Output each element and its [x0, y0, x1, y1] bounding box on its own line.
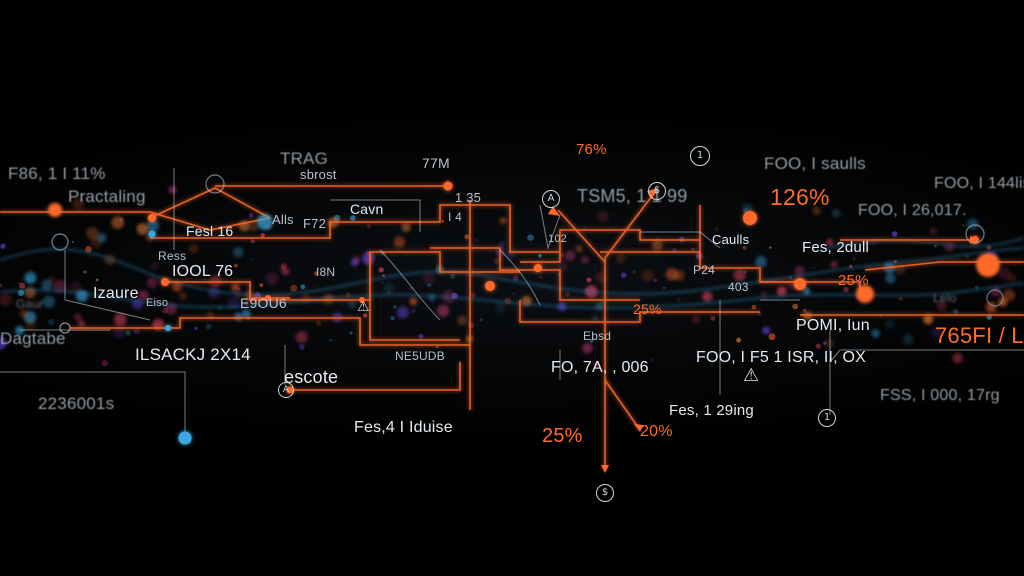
label-f86: F86, 1 I 11% [8, 164, 106, 183]
label-gaur: Gaur [16, 297, 44, 311]
label-bagtabe: Dagtabe [0, 329, 66, 348]
label-foo-isr: FOO, I F5 1 ISR, II, OX [696, 349, 866, 366]
label-ilsack: ILSACKJ 2X14 [135, 345, 251, 364]
a-circle-icon: A [542, 190, 560, 208]
label-25-percent-bottom: 25% [542, 425, 583, 447]
label-76-percent: 76% [576, 141, 607, 158]
label-1-35: 1 35 [455, 190, 482, 205]
label-25-percent-right: 25% [838, 272, 869, 289]
label-77m: 77M [422, 155, 450, 171]
label-fes-41: Fes,4 I Iduise [354, 419, 453, 436]
label-alls: Alls [272, 212, 294, 227]
label-i8n: I8N [316, 265, 336, 279]
label-20-percent: 20% [640, 423, 673, 440]
label-foo-144: FOO, I 144lis [934, 175, 1024, 192]
label-fesl-16: Fesl 16 [186, 223, 234, 239]
info-circle-icon: 1 [690, 146, 710, 166]
label-fo-7a: FO, 7A, , 006 [551, 359, 649, 376]
label-2236001s: 2236001s [38, 394, 115, 413]
label-403: 403 [728, 280, 749, 294]
label-102: 102 [548, 233, 567, 245]
label-ne5udb: NE5UDB [395, 349, 445, 363]
label-eiso: Eiso [146, 297, 169, 309]
blue-wave-lines [0, 237, 1024, 309]
label-practaling: Practaling [68, 187, 146, 206]
warning-icon: ⚠ [743, 365, 760, 386]
dollar-circle-icon-bottom: $ [596, 484, 614, 502]
label-fss-1000: FSS, I 000, 17rg [880, 387, 1000, 404]
label-126-percent: 126% [770, 184, 830, 210]
label-izaure: Izaure [93, 285, 139, 302]
label-i4: I 4 [448, 210, 462, 224]
warning-icon-small: ⚠ [357, 299, 370, 315]
dollar-circle-icon: $ [648, 182, 666, 200]
label-iool-76: IOOL 76 [172, 263, 234, 280]
label-ebsd: Ebsd [583, 329, 612, 343]
circuit-nodes [48, 174, 1004, 445]
label-ress: Ress [158, 249, 187, 263]
label-tsm: TSM5, 1 1 99 [577, 186, 688, 206]
label-escote: escote [284, 367, 339, 387]
label-pomi-iun: POMI, Iun [796, 317, 870, 334]
label-foo-26017: FOO, I 26,017. [858, 202, 967, 219]
label-cavn: Cavn [350, 201, 384, 217]
bokeh-particles [0, 185, 1017, 367]
label-lelo: Lelo [933, 291, 957, 305]
label-sbrost: sbrost [300, 167, 337, 182]
label-p24: P24 [693, 263, 715, 277]
label-trag: TRAG [280, 149, 329, 168]
label-765: 765FI / L [935, 323, 1024, 348]
label-foo-saulls: FOO, I saulls [764, 154, 866, 173]
label-caulls: Caulls [712, 232, 750, 247]
a-circle-icon-small: A [278, 382, 294, 398]
label-25-percent-mid: 25% [633, 301, 662, 317]
info-circle-icon-right: 1 [818, 409, 836, 427]
orange-circuit-lines [0, 185, 1024, 470]
label-fes-2dull: Fes, 2dull [802, 239, 870, 256]
label-e9ou6: E9OU6 [240, 295, 287, 311]
white-wire-lines [0, 168, 1024, 438]
label-fes-129ing: Fes, 1 29ing [669, 402, 754, 419]
label-f72: F72 [303, 216, 327, 231]
